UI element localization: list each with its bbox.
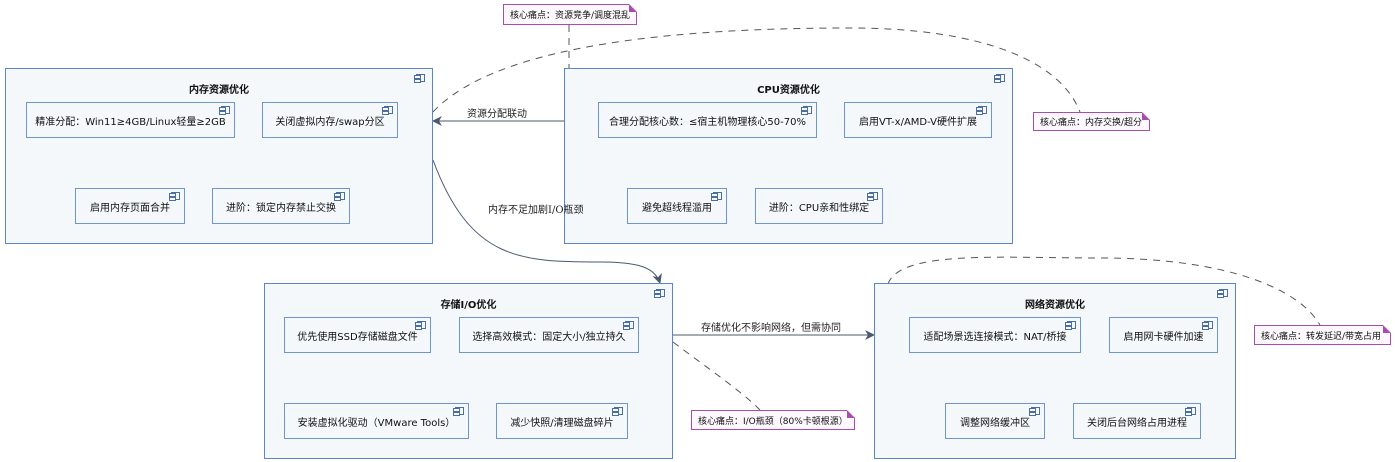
note-fold	[847, 410, 855, 418]
component-cpu-affinity: 进阶：CPU亲和性绑定	[755, 188, 883, 224]
note-link-network	[887, 256, 1321, 326]
component-network-buffer: 调整网络缓冲区	[945, 403, 1045, 439]
edge-memory-to-storage	[432, 159, 662, 284]
component-icon	[415, 321, 426, 330]
component-icon	[654, 289, 665, 298]
component-label: 选择高效模式：固定大小/独立持久	[472, 331, 626, 343]
package-memory: 内存资源优化 精准分配：Win11≥4GB/Linux轻量≥2GB 关闭虚拟内存…	[5, 68, 433, 244]
component-disk-mode: 选择高效模式：固定大小/独立持久	[459, 317, 639, 353]
package-title: 内存资源优化	[189, 85, 249, 96]
component-lock-memory: 进阶：锁定内存禁止交换	[212, 188, 350, 224]
edge-label-storage-to-network: 存储优化不影响网络，但需协同	[701, 323, 841, 334]
note-text: 核心痛点：I/O瓶颈（80%卡顿根源）	[698, 416, 848, 427]
component-label: 优先使用SSD存储磁盘文件	[297, 331, 418, 343]
note-top: 核心痛点：资源竞争/调度混乱	[503, 4, 637, 25]
package-title: 存储I/O优化	[440, 300, 497, 311]
component-icon	[382, 106, 393, 115]
component-icon	[1217, 289, 1228, 298]
component-icon	[219, 106, 230, 115]
component-icon	[169, 192, 180, 201]
component-label: 启用VT-x/AMD-V硬件扩展	[859, 116, 977, 128]
note-link-cpu	[432, 27, 1081, 113]
component-snapshots: 减少快照/清理磁盘碎片	[496, 403, 628, 439]
package-storage: 存储I/O优化 优先使用SSD存储磁盘文件 选择高效模式：固定大小/独立持久 安…	[264, 283, 673, 459]
component-connection-mode: 适配场景选连接模式：NAT/桥接	[909, 317, 1081, 353]
component-vtx: 启用VT-x/AMD-V硬件扩展	[844, 102, 992, 138]
package-network: 网络资源优化 适配场景选连接模式：NAT/桥接 启用网卡硬件加速 调整网络缓冲区…	[874, 283, 1236, 459]
component-icon	[976, 106, 987, 115]
component-label: 适配场景选连接模式：NAT/桥接	[923, 331, 1067, 343]
component-icon	[623, 321, 634, 330]
component-icon	[1202, 321, 1213, 330]
component-icon	[414, 74, 425, 83]
note-cpu: 核心痛点：内存交换/超分	[1033, 112, 1150, 131]
component-label: 关闭虚拟内存/swap分区	[275, 116, 385, 128]
component-label: 进阶：锁定内存禁止交换	[226, 202, 336, 214]
component-hyperthreading: 避免超线程滥用	[627, 188, 727, 224]
component-icon	[1029, 407, 1040, 416]
component-icon	[1065, 321, 1076, 330]
component-icon	[801, 106, 812, 115]
note-network: 核心痛点：转发延迟/带宽占用	[1254, 325, 1391, 345]
component-nic-acceleration: 启用网卡硬件加速	[1109, 317, 1218, 353]
note-text: 核心痛点：转发延迟/带宽占用	[1261, 331, 1382, 342]
component-icon	[867, 192, 878, 201]
note-storage: 核心痛点：I/O瓶颈（80%卡顿根源）	[691, 410, 855, 430]
component-label: 减少快照/清理磁盘碎片	[510, 417, 614, 429]
package-cpu: CPU资源优化 合理分配核心数：≤宿主机物理核心50-70% 启用VT-x/AM…	[564, 68, 1013, 244]
edge-label-cpu-to-memory: 资源分配联动	[467, 109, 527, 120]
note-link-storage	[672, 341, 761, 411]
note-text: 核心痛点：内存交换/超分	[1040, 118, 1143, 128]
component-label: 进阶：CPU亲和性绑定	[768, 202, 870, 214]
component-disable-swap: 关闭虚拟内存/swap分区	[262, 102, 398, 138]
package-title: CPU资源优化	[757, 85, 820, 96]
note-text: 核心痛点：资源竞争/调度混乱	[510, 11, 631, 21]
component-background-processes: 关闭后台网络占用进程	[1073, 403, 1201, 439]
component-icon	[994, 74, 1005, 83]
component-label: 启用网卡硬件加速	[1123, 331, 1204, 343]
component-page-merge: 启用内存页面合并	[75, 188, 185, 224]
component-icon	[1185, 407, 1196, 416]
edge-label-memory-to-storage: 内存不足加剧I/O瓶颈	[488, 205, 584, 216]
component-ssd: 优先使用SSD存储磁盘文件	[284, 317, 431, 353]
component-label: 合理分配核心数：≤宿主机物理核心50-70%	[609, 116, 806, 128]
note-fold	[1383, 325, 1391, 333]
component-core-count: 合理分配核心数：≤宿主机物理核心50-70%	[598, 102, 817, 138]
component-icon	[711, 192, 722, 201]
component-vmware-tools: 安装虚拟化驱动（VMware Tools）	[284, 403, 469, 439]
component-label: 调整网络缓冲区	[960, 417, 1030, 429]
component-label: 避免超线程滥用	[642, 202, 712, 214]
component-label: 关闭后台网络占用进程	[1087, 417, 1187, 429]
note-fold	[1142, 112, 1150, 120]
component-icon	[453, 407, 464, 416]
component-label: 精准分配：Win11≥4GB/Linux轻量≥2GB	[35, 116, 226, 128]
package-title: 网络资源优化	[1025, 300, 1085, 311]
component-label: 安装虚拟化驱动（VMware Tools）	[297, 417, 456, 429]
component-memory-allocation: 精准分配：Win11≥4GB/Linux轻量≥2GB	[26, 102, 235, 138]
note-fold	[629, 4, 637, 12]
component-icon	[334, 192, 345, 201]
component-label: 启用内存页面合并	[90, 202, 170, 214]
component-icon	[612, 407, 623, 416]
